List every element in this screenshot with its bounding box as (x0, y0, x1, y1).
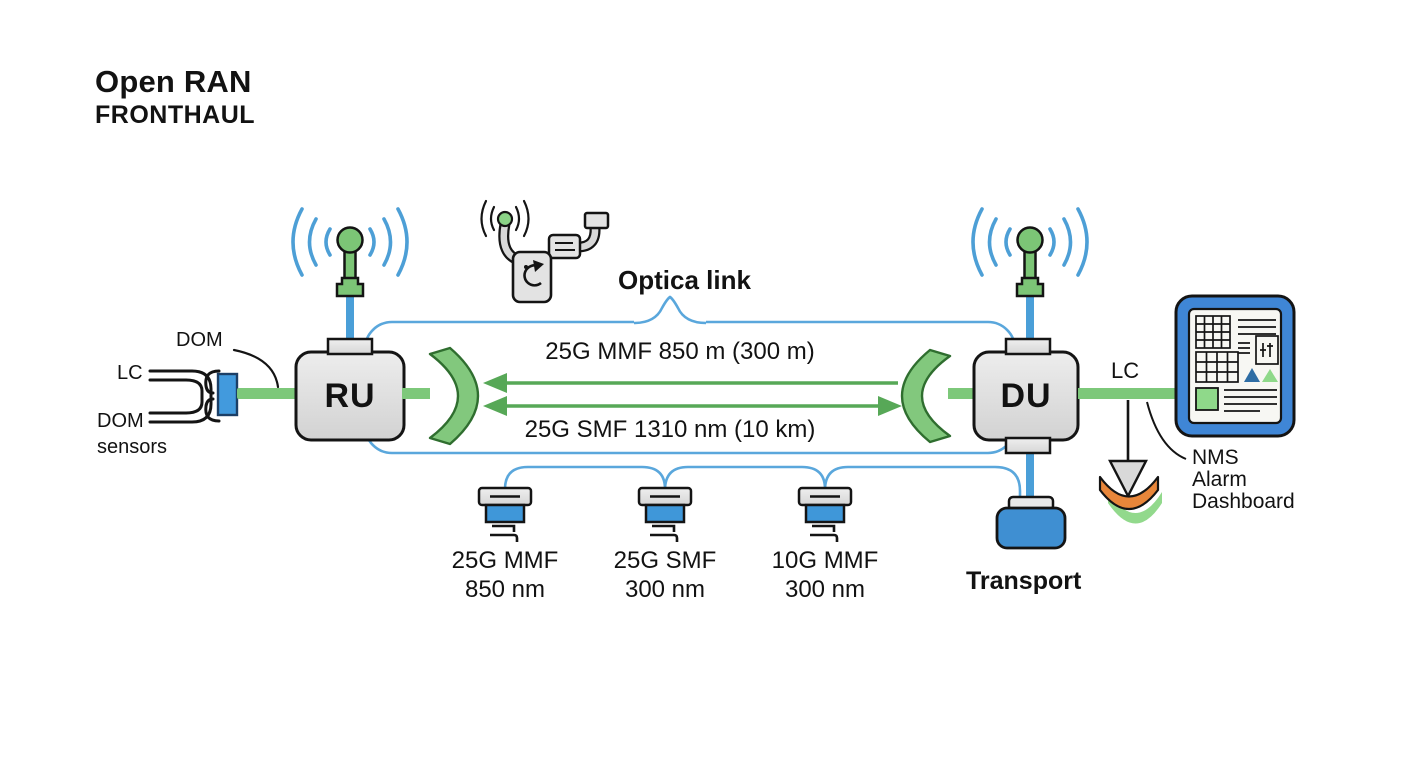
fiber-up-label: 25G MMF 850 m (300 m) (545, 338, 815, 365)
transport-device-icon (995, 495, 1067, 550)
brace-up-icon (633, 295, 707, 325)
antenna-head (336, 226, 364, 254)
fiber-stub-right (948, 388, 978, 399)
fiber-cable-right (1078, 388, 1178, 399)
nms-dashboard-label: NMS Alarm Dashboard (1192, 446, 1295, 514)
ru-node-shape (294, 337, 406, 442)
fiber-down-arrow (483, 396, 902, 416)
lc-label-left: LC (117, 362, 143, 384)
transceiver-wavelength: 300 nm (624, 575, 706, 603)
nms-line: Dashboard (1192, 490, 1295, 514)
diagram-title: Open RAN (95, 64, 252, 99)
antenna-base (1015, 276, 1045, 298)
antenna-base (335, 276, 365, 298)
wifi-waves-icon (291, 207, 409, 277)
transceiver-wavelength: 300 nm (784, 575, 866, 603)
lens-coupler-icon (428, 346, 480, 446)
signal-waves-icon (480, 199, 530, 238)
nms-pointer-line (1146, 401, 1187, 460)
transceiver-option-label: 25G MMF 850 nm (435, 547, 575, 605)
dom-pointer-line (232, 348, 280, 389)
fiber-cable-left (237, 388, 297, 399)
lc-label-right: LC (1111, 358, 1140, 383)
antenna-feed-line (346, 296, 354, 344)
lc-plug-icon (216, 372, 239, 417)
nms-dashboard-icon (1174, 294, 1296, 438)
alert-triangle-green (1262, 369, 1278, 382)
du-node-label: DU (1000, 376, 1052, 415)
nms-line: NMS (1192, 446, 1239, 469)
fiber-stub-left (402, 388, 430, 399)
transport-link-line (1026, 450, 1034, 506)
alert-triangle-blue (1244, 368, 1260, 382)
fiber-down-label: 25G SMF 1310 nm (10 km) (524, 416, 816, 443)
antenna-mast (1023, 248, 1037, 282)
transceiver-name: 25G MMF (451, 547, 559, 574)
status-tile-green (1195, 387, 1219, 411)
optical-link-title: Optica link (618, 265, 751, 295)
dashboard-widgets (1195, 315, 1279, 412)
transceiver-module-icon (480, 199, 610, 304)
latch-hook-top-icon (204, 369, 221, 395)
ru-antenna (291, 207, 409, 344)
transceiver-name: 10G MMF (771, 547, 879, 574)
antenna-mast (343, 248, 357, 282)
transceiver-bracket (503, 465, 1022, 502)
transport-label: Transport (966, 567, 1082, 595)
dom-sensors-label: DOM sensors (97, 410, 168, 458)
ru-node-label: RU (324, 376, 376, 415)
transceiver-name: 25G SMF (613, 547, 717, 574)
transceiver-option-label: 10G MMF 300 nm (755, 547, 895, 605)
diagram-subtitle: FRONTHAUL (95, 101, 256, 129)
fiber-connector-icon (477, 486, 533, 542)
signal-dot (496, 210, 514, 228)
transceiver-wavelength: 850 nm (464, 575, 546, 603)
transceiver-option-label: 25G SMF 300 nm (595, 547, 735, 605)
fiber-connector-icon (797, 486, 853, 542)
down-arrowhead (1108, 459, 1148, 499)
antenna-feed-line (1026, 296, 1034, 344)
latch-hook-bottom-icon (204, 397, 221, 423)
refresh-icon (523, 264, 542, 287)
du-node-shape (972, 337, 1080, 455)
fiber-connector-icon (637, 486, 693, 542)
antenna-head (1016, 226, 1044, 254)
lc-dom-connector (148, 348, 280, 424)
fiber-up-arrow (483, 373, 898, 393)
du-antenna (971, 207, 1089, 344)
lens-coupler-icon (900, 348, 952, 444)
wifi-waves-icon (971, 207, 1089, 277)
dom-label: DOM (176, 329, 223, 351)
alarm-arc-icon (1098, 475, 1162, 524)
nms-line: Alarm (1192, 468, 1247, 492)
